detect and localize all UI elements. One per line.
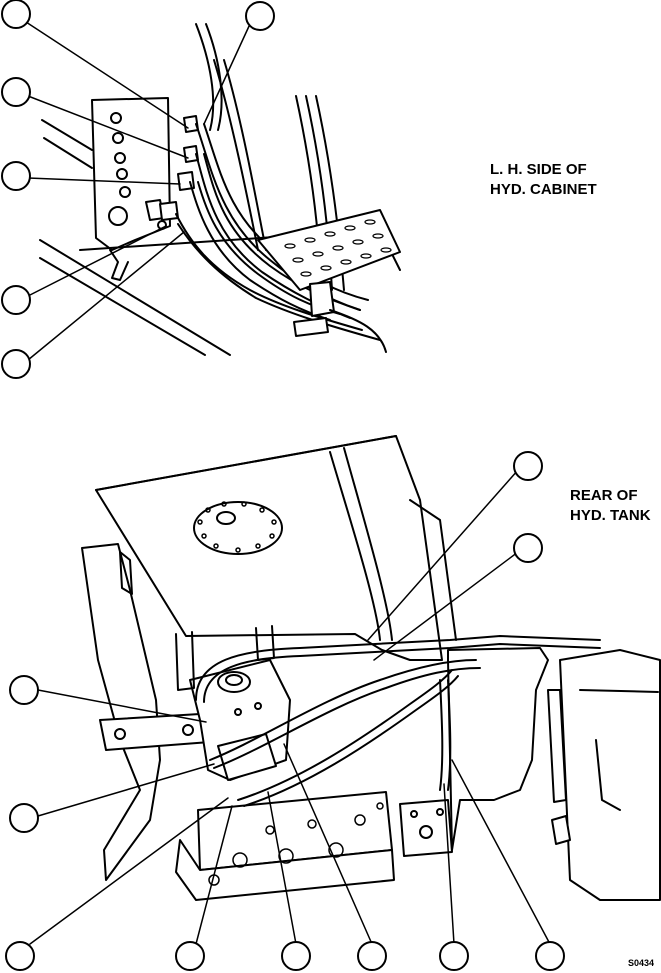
perforated-step (257, 209, 401, 291)
right-plate (559, 649, 661, 901)
callout-bottom-5 (5, 941, 35, 971)
support-line (43, 137, 93, 169)
left-frame (81, 543, 161, 881)
right-bracket (447, 647, 549, 851)
bottom-leader-lines (29, 469, 551, 945)
callout-bottom-4 (9, 803, 39, 833)
plate-hole (119, 186, 131, 198)
manifold-front (175, 839, 395, 901)
callout-bottom-6 (175, 941, 205, 971)
callout-top-5 (1, 285, 31, 315)
tank-top-edge (95, 435, 397, 491)
tank-upright (255, 625, 275, 661)
plate-hole (110, 112, 122, 124)
callout-bottom-9 (439, 941, 469, 971)
caption-line: REAR OF (570, 487, 638, 504)
manifold-ports (208, 802, 384, 886)
plate-hole (114, 152, 126, 164)
tank-upright-right (409, 499, 457, 641)
tank-ridge (329, 451, 381, 641)
left-frame-slot (119, 551, 133, 595)
plate-hole (108, 206, 128, 226)
filter-cap (217, 671, 251, 693)
filler-plate (193, 501, 283, 555)
secondary-block (399, 799, 453, 857)
caption-line: L. H. SIDE OF (490, 161, 587, 178)
tank-upright (175, 631, 195, 691)
caption-line: HYD. TANK (570, 507, 651, 524)
caption-line: HYD. CABINET (490, 181, 597, 198)
deck-curve (329, 309, 387, 353)
callout-bottom-3 (9, 675, 39, 705)
plate-hole (116, 168, 128, 180)
callout-top-1 (1, 0, 31, 29)
callout-circles (1, 0, 565, 971)
deck-edge (39, 239, 231, 356)
callout-bottom-7 (281, 941, 311, 971)
plate-hole (112, 132, 124, 144)
deck-edge (39, 257, 206, 356)
callout-top-6 (1, 349, 31, 379)
callout-top-2 (245, 1, 275, 31)
callout-bottom-10 (535, 941, 565, 971)
filler-bolts (197, 501, 277, 553)
right-plate-edge (579, 689, 659, 693)
tank-view-caption: REAR OF HYD. TANK (570, 486, 651, 526)
callout-bottom-1 (513, 451, 543, 481)
callout-bottom-8 (357, 941, 387, 971)
support-line (41, 119, 93, 151)
top-leader-lines (25, 21, 251, 361)
cabinet-view (39, 23, 401, 356)
callout-top-3 (1, 77, 31, 107)
tank-view (81, 435, 661, 901)
callout-bottom-2 (513, 533, 543, 563)
tank-hoses (195, 635, 601, 807)
clamp-base (293, 317, 329, 337)
callout-top-4 (1, 161, 31, 191)
plate-bracket (109, 249, 129, 281)
cabinet-view-caption: L. H. SIDE OF HYD. CABINET (490, 160, 597, 200)
right-cylinder (547, 689, 567, 803)
figure-id: S0434 (628, 958, 655, 968)
filler-cap (216, 511, 236, 525)
tank-ridge (343, 447, 393, 641)
hydraulic-hoses (175, 23, 381, 341)
step-perforations (284, 219, 392, 277)
right-fitting (551, 815, 571, 845)
